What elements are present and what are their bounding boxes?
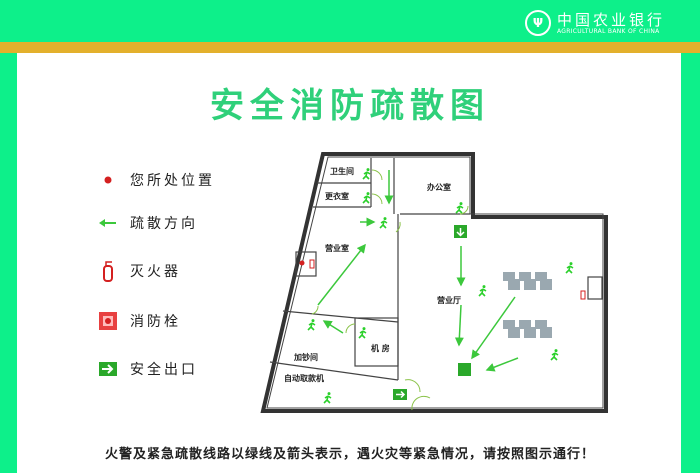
header-stripe [0, 42, 700, 53]
exit-sign-icon [96, 362, 120, 376]
legend-label: 消防栓 [130, 314, 181, 330]
bank-name-en: AGRICULTURAL BANK OF CHINA [557, 27, 660, 35]
fire-extinguisher-icon [580, 290, 586, 300]
header-bar [0, 0, 700, 42]
bank-logo: Ψ 中国农业银行 AGRICULTURAL BANK OF CHINA [525, 10, 665, 36]
inner-walls [266, 156, 604, 409]
abc-logo-icon: Ψ [525, 10, 551, 36]
evacuation-routes [317, 170, 519, 372]
svg-text:卫生间: 卫生间 [330, 166, 354, 176]
svg-text:营业厅: 营业厅 [437, 295, 461, 305]
legend-label: 疏散方向 [130, 216, 198, 232]
legend-exit: 安全出口 [96, 359, 198, 379]
room-labels: 卫生间 更衣室 办公室 营业室 营业厅 加钞间 机 房 自动取款机 [284, 166, 461, 383]
svg-text:营业室: 营业室 [325, 243, 349, 253]
fire-extinguisher-icon [96, 260, 120, 282]
svg-text:加钞间: 加钞间 [293, 352, 318, 362]
exit-signs [393, 225, 471, 400]
legend-extinguisher: 灭火器 [96, 260, 181, 282]
page-title: 安全消防疏散图 [210, 86, 490, 126]
legend-label: 安全出口 [130, 362, 198, 378]
svg-text:办公室: 办公室 [427, 182, 451, 192]
footer-notice: 火警及紧急疏散线路以绿线及箭头表示，遇火灾等紧急情况，请按照图示通行！ [104, 447, 595, 462]
fire-hydrant-icon [96, 311, 120, 331]
you-are-here-dot [299, 260, 305, 266]
legend-hydrant: 消防栓 [96, 311, 181, 331]
legend-location: 您所处位置 [96, 170, 215, 190]
location-dot-icon [96, 175, 120, 185]
evacuation-arrow-icon [96, 218, 120, 228]
svg-text:自动取款机: 自动取款机 [284, 373, 324, 383]
doors [311, 169, 469, 411]
svg-text:更衣室: 更衣室 [325, 191, 349, 201]
outer-walls [260, 152, 608, 413]
fire-extinguisher-icon [309, 259, 315, 269]
bank-name-cn: 中国农业银行 [557, 10, 666, 29]
legend-evacuation: 疏散方向 [96, 213, 198, 233]
svg-text:机 房: 机 房 [371, 343, 390, 353]
legend-label: 您所处位置 [130, 173, 215, 189]
seating [503, 272, 552, 338]
legend-label: 灭火器 [130, 264, 181, 280]
